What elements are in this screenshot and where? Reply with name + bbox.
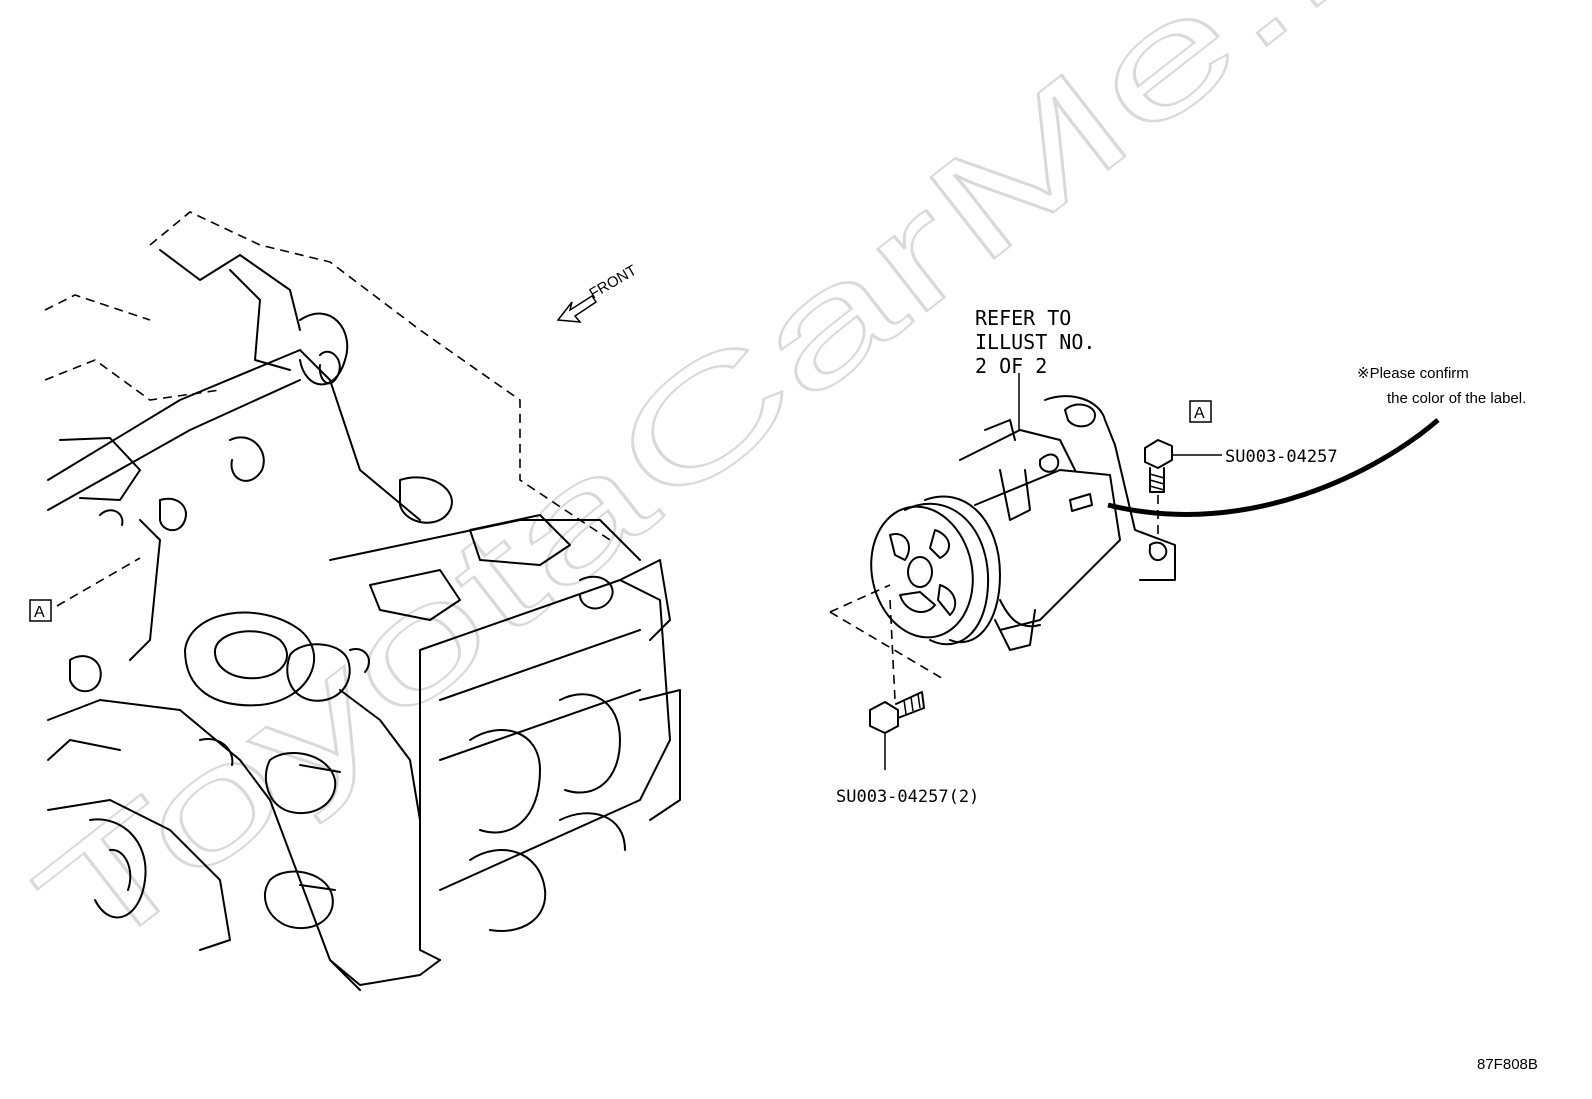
front-label: FRONT — [587, 262, 640, 303]
engine-illustration — [44, 211, 681, 991]
label-note-leader — [1107, 418, 1440, 517]
svg-text:A: A — [1194, 405, 1205, 422]
label-note-line-1: ※Please confirm — [1357, 365, 1469, 382]
watermark-text: ToyotaCarMe.ru — [6, 0, 1496, 990]
front-direction-arrow — [556, 294, 598, 323]
refer-note-line-2: ILLUST NO. — [975, 330, 1095, 354]
figure-code: 87F808B — [1477, 1056, 1538, 1073]
refer-note-line-1: REFER TO — [975, 306, 1071, 330]
label-note-line-2: the color of the label. — [1387, 390, 1526, 407]
bolt-upper — [1144, 439, 1173, 493]
ac-compressor-illustration — [829, 395, 1176, 701]
callout-a-right: A — [1189, 400, 1212, 423]
part-number-lower: SU003-04257(2) — [836, 787, 979, 807]
callout-a-leader-left — [56, 557, 141, 607]
svg-text:A: A — [34, 604, 45, 621]
callout-a-left: A — [29, 599, 52, 622]
part-number-upper: SU003-04257 — [1225, 447, 1338, 467]
refer-note-line-3: 2 OF 2 — [975, 354, 1047, 378]
bolt-lower — [869, 691, 925, 734]
